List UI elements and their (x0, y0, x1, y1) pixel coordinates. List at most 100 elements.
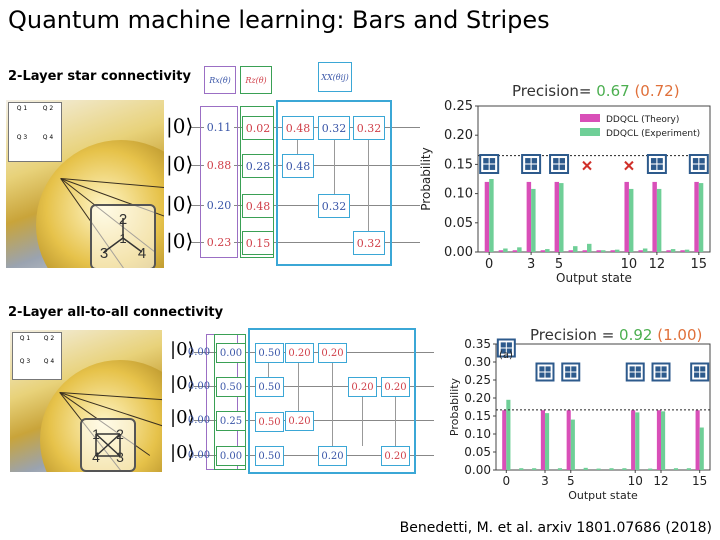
coupling-line (362, 395, 363, 446)
bas-tile-cell (565, 372, 571, 378)
coupling-line (297, 138, 298, 166)
bas-tile-cell (553, 158, 559, 164)
rx-gate: 0.88 (204, 154, 234, 176)
coupling-line (298, 361, 299, 411)
bas-pattern-icon (625, 362, 645, 382)
bar-experiment (656, 188, 662, 252)
bas-tile-frame (651, 362, 671, 382)
x-axis-label: Output state (568, 489, 638, 502)
bar-experiment (622, 468, 627, 470)
bas-tile-cell (635, 372, 641, 378)
chip-photo-star: Q 1 Q 2 Q 3 Q 4 2 1 3 4 (6, 100, 164, 268)
x-tick-label: 15 (691, 257, 708, 272)
topology-node: 1 (92, 426, 100, 442)
section-all-to-all-title: 2-Layer all-to-all connectivity (8, 305, 224, 320)
qubit-wire (190, 205, 420, 206)
bar-theory (638, 250, 643, 252)
x-tick-label: 0 (485, 257, 493, 272)
bas-tile-cell (506, 348, 512, 354)
bas-pattern-icon (479, 154, 500, 174)
qubit-wire (190, 242, 420, 243)
bar-experiment (559, 183, 564, 252)
x-tick-label: 3 (527, 257, 535, 272)
precision-ideal: (0.72) (634, 82, 680, 100)
bas-tile-cell (629, 366, 635, 372)
bar-theory (566, 410, 571, 470)
topology-node: 3 (116, 449, 124, 465)
bar-experiment (635, 412, 640, 470)
miss-marker-icon (582, 160, 592, 171)
bas-tile-cell (635, 366, 641, 372)
precision-label: Precision= (512, 82, 597, 100)
bas-tile-cell (539, 372, 545, 378)
bar-theory (498, 250, 504, 252)
xx-gate: 0.32 (353, 231, 385, 255)
ket-zero: |0⟩ (170, 407, 195, 428)
bas-tile-cell (559, 164, 566, 170)
rz-gate: 0.02 (242, 116, 274, 140)
bas-tile-cell (489, 164, 496, 170)
bar-experiment (570, 419, 575, 470)
rx-gate: 0.00 (187, 346, 211, 358)
bar-theory (631, 410, 636, 470)
xx-gate: 0.20 (381, 446, 410, 466)
bar-theory (695, 410, 700, 470)
rx-gate-label: Rx(θ) (204, 66, 236, 94)
xx-gate: 0.20 (348, 377, 377, 397)
y-tick-label: 0.05 (444, 216, 473, 231)
bas-tile-cell (571, 366, 577, 372)
legend-label: DDQCL (Experiment) (606, 129, 700, 139)
legend-swatch (580, 128, 600, 136)
rx-gate: 0.00 (187, 380, 211, 392)
page-title: Quantum machine learning: Bars and Strip… (8, 6, 550, 34)
rx-gate: 0.11 (204, 116, 234, 138)
qubit-wire (194, 352, 434, 353)
qubit-wire (194, 386, 434, 387)
bas-tile-frame (479, 154, 500, 174)
rx-gate: 0.00 (187, 449, 211, 461)
x-tick-label: 3 (541, 474, 549, 488)
xx-gate: 0.48 (282, 116, 314, 140)
bas-tile-cell (700, 372, 706, 378)
bar-experiment (531, 188, 536, 252)
bar-experiment (673, 468, 679, 470)
bar-experiment (670, 249, 676, 252)
rz-layer-frame (214, 334, 246, 470)
xx-gate: 0.20 (318, 343, 347, 363)
bas-tile-frame (690, 362, 710, 382)
bas-tile-frame (535, 362, 555, 382)
bas-tile-cell (700, 366, 706, 372)
bas-tile-frame (625, 362, 645, 382)
bas-tile-cell (539, 366, 545, 372)
ket-zero: |0⟩ (170, 339, 195, 360)
rz-gate: 0.50 (216, 377, 246, 397)
bar-theory (666, 250, 671, 252)
bas-tile-cell (692, 164, 699, 170)
y-tick-label: 0.15 (464, 409, 491, 423)
qubit-label: Q 3 (16, 134, 28, 141)
bar-theory (596, 250, 601, 252)
bar-experiment (544, 413, 550, 470)
bas-tile-frame (646, 154, 667, 174)
bar-experiment (532, 468, 537, 470)
topology-node: 4 (92, 449, 100, 465)
y-tick-label: 0.10 (464, 427, 491, 441)
section-star-title: 2-Layer star connectivity (8, 69, 191, 84)
bar-experiment (583, 467, 588, 470)
bar-theory (526, 181, 532, 252)
x-tick-label: 12 (653, 474, 668, 488)
bar-experiment (684, 249, 690, 252)
qubit-label: Q 1 (16, 105, 28, 112)
x-tick-label: 5 (555, 257, 563, 272)
bar-theory (680, 250, 685, 252)
qubit-label: Q 1 (19, 335, 31, 342)
precision-value: 0.92 (619, 326, 653, 344)
y-tick-label: 0.20 (464, 391, 491, 405)
bas-pattern-icon (646, 154, 667, 174)
bar-theory (610, 250, 615, 252)
ket-zero: |0⟩ (166, 192, 194, 216)
precision-readout-all-to-all: Precision = 0.92 (1.00) (530, 326, 702, 344)
xx-gate-label: XX(θij) (318, 62, 352, 92)
bas-tile-cell (545, 366, 551, 372)
